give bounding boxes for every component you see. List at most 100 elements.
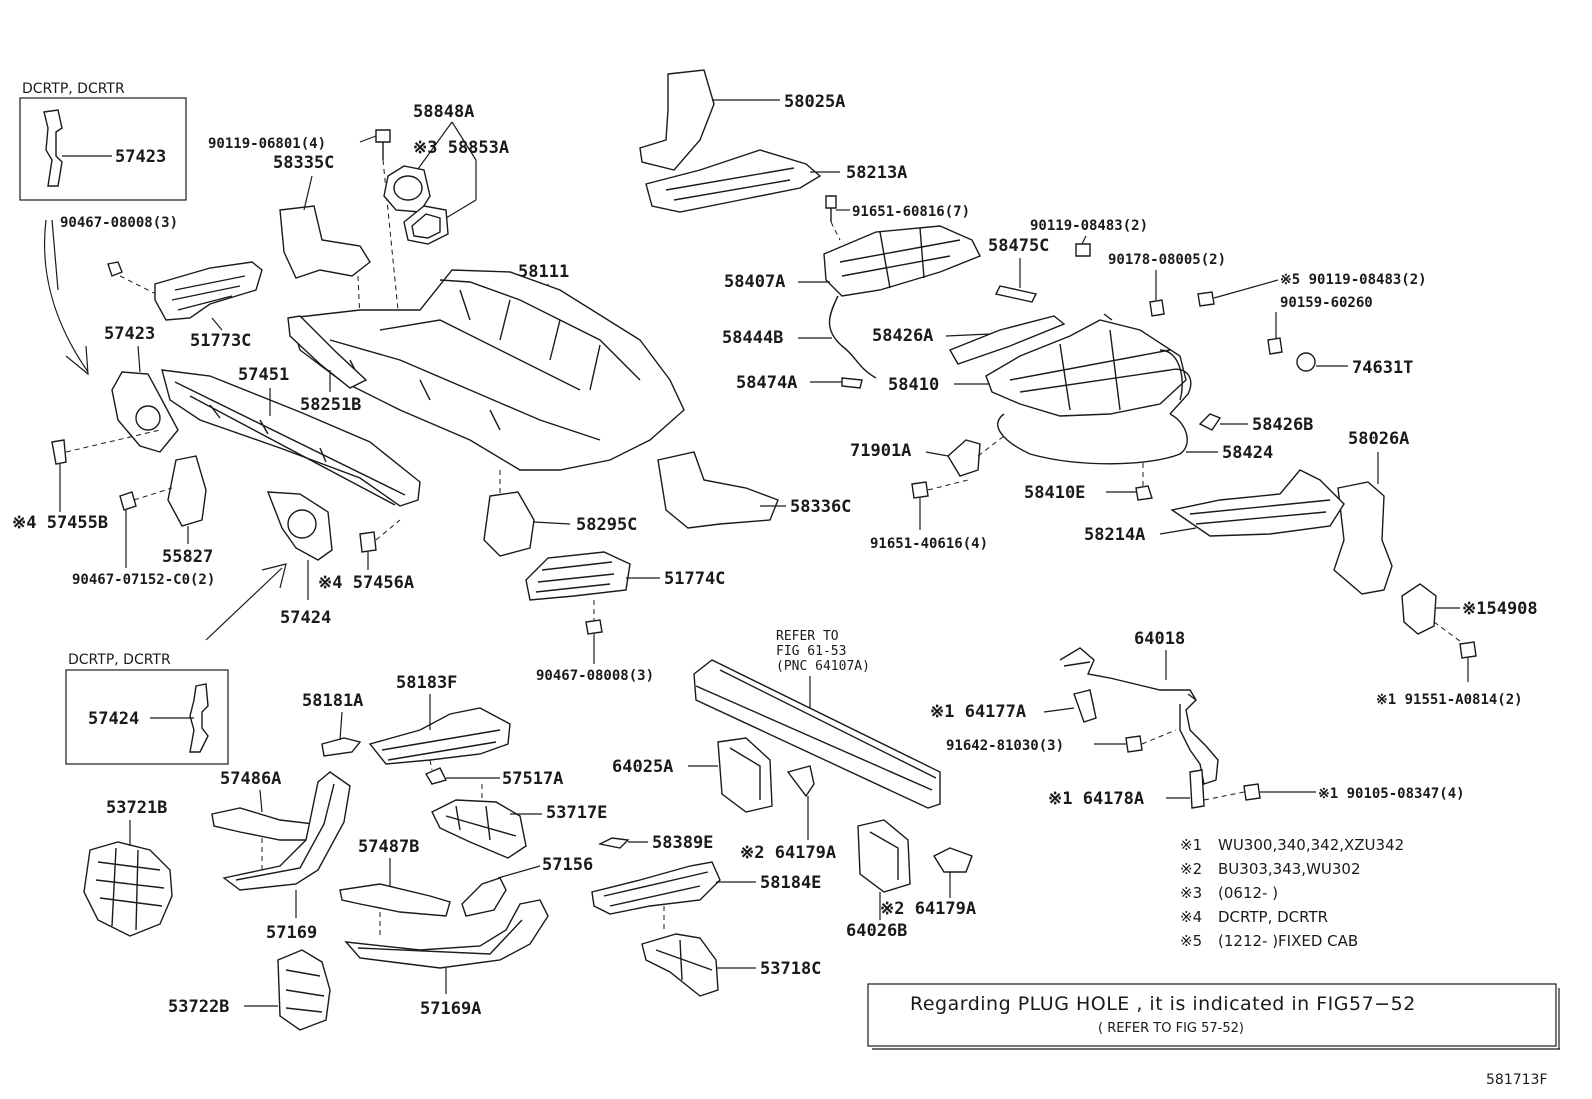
label-91651-40616: 91651-40616(4)	[870, 536, 988, 552]
note-2-text: BU303,343,WU302	[1218, 860, 1361, 878]
refer-line2: FIG 61-53	[776, 644, 846, 659]
label-58213A: 58213A	[846, 163, 907, 183]
note-4-mark: ※4	[1180, 908, 1202, 926]
label-90119-08483b: ※5 90119-08483(2)	[1280, 272, 1427, 288]
bolt-91551-A0814	[1459, 641, 1477, 659]
part-57487B	[339, 883, 451, 917]
part-53722B	[277, 949, 331, 1031]
clip-57456A	[359, 531, 377, 553]
part-57156	[461, 877, 507, 917]
notes-legend: ※1 WU300,340,342,XZU342 ※2 BU303,343,WU3…	[1180, 836, 1404, 950]
part-64178A	[1189, 769, 1205, 809]
label-57156: 57156	[542, 855, 593, 875]
label-58410E: 58410E	[1024, 483, 1085, 503]
label-58407A: 58407A	[724, 272, 785, 292]
label-58026A: 58026A	[1348, 429, 1409, 449]
label-57455B: ※4 57455B	[12, 513, 108, 533]
part-64179A-b	[932, 847, 973, 873]
part-64179A-a	[786, 765, 815, 798]
label-64177A: ※1 64177A	[930, 702, 1026, 722]
clip-90467-08008-top	[107, 261, 123, 277]
part-57424	[266, 491, 333, 561]
label-74631T: 74631T	[1352, 358, 1413, 378]
note-4-text: DCRTP, DCRTR	[1218, 908, 1328, 926]
label-58426A: 58426A	[872, 326, 933, 346]
label-64025A: 64025A	[612, 757, 673, 777]
label-58214A: 58214A	[1084, 525, 1145, 545]
plug-hole-note-frame	[867, 983, 1557, 1047]
label-91651-60816: 91651-60816(7)	[852, 204, 970, 220]
label-91551-A0814: ※1 91551-A0814(2)	[1376, 692, 1523, 708]
label-58181A: 58181A	[302, 691, 363, 711]
label-57424: 57424	[280, 608, 331, 628]
part-58426A	[948, 315, 1066, 365]
inset-top: DCRTP, DCRTR 57423	[19, 81, 187, 201]
part-64025A	[717, 737, 773, 813]
plug-hole-note-main: Regarding PLUG HOLE , it is indicated in…	[910, 993, 1416, 1015]
part-154908	[1401, 583, 1437, 635]
part-57423-inset-shape	[43, 109, 63, 187]
label-90119-06801: 90119-06801(4)	[208, 136, 326, 152]
label-91642-81030: 91642-81030(3)	[946, 738, 1064, 754]
refer-line1: REFER TO	[776, 629, 839, 644]
plug-hole-note-sub: ( REFER TO FIG 57-52)	[1098, 1021, 1244, 1036]
label-58183F: 58183F	[396, 673, 457, 693]
label-64026B: 64026B	[846, 921, 907, 941]
part-57169	[222, 771, 351, 891]
nut-90178-08005	[1149, 299, 1165, 317]
part-58213A	[645, 149, 822, 213]
note-1-mark: ※1	[1180, 836, 1202, 854]
part-58183F	[368, 707, 511, 765]
label-90105-08347: ※1 90105-08347(4)	[1318, 786, 1465, 802]
bolt-90119-06801	[375, 129, 391, 143]
label-57424-inset: 57424	[88, 709, 139, 729]
part-57169A	[344, 899, 549, 969]
bolt-91651-40616	[911, 481, 929, 499]
label-58426B: 58426B	[1252, 415, 1313, 435]
inset-bottom-header: DCRTP, DCRTR	[68, 652, 171, 668]
label-58111: 58111	[518, 262, 569, 282]
bolt-91651-60816	[825, 195, 837, 209]
label-53718C: 53718C	[760, 959, 821, 979]
part-58410	[985, 319, 1187, 417]
label-64179A-b: ※2 64179A	[880, 899, 976, 919]
clip-90467-08008-bot	[585, 619, 603, 635]
part-51773C	[154, 261, 263, 321]
part-58424	[997, 413, 1188, 465]
label-57423-inset: 57423	[115, 147, 166, 167]
part-58389E	[597, 837, 630, 849]
label-57456A: ※4 57456A	[318, 573, 414, 593]
label-53717E: 53717E	[546, 803, 607, 823]
part-57451	[161, 369, 421, 507]
label-57423: 57423	[104, 324, 155, 344]
flow-arrow-curve	[43, 219, 89, 373]
note-1-text: WU300,340,342,XZU342	[1218, 836, 1404, 854]
note-2-mark: ※2	[1180, 860, 1202, 878]
label-58184E: 58184E	[760, 873, 821, 893]
label-90467-07152: 90467-07152-C0(2)	[72, 572, 215, 588]
part-58475C	[994, 285, 1038, 303]
label-57486A: 57486A	[220, 769, 281, 789]
label-51774C: 51774C	[664, 569, 725, 589]
part-51774C	[525, 551, 631, 601]
part-58214A	[1170, 469, 1345, 537]
label-57451: 57451	[238, 365, 289, 385]
part-64018	[1059, 647, 1219, 785]
label-58251B: 58251B	[300, 395, 361, 415]
part-58251B	[287, 315, 368, 389]
bolt-91642-81030	[1125, 735, 1143, 753]
label-90178-08005: 90178-08005(2)	[1108, 252, 1226, 268]
part-58181A	[321, 737, 362, 757]
note-3-mark: ※3	[1180, 884, 1202, 902]
note-5-text: (1212- )FIXED CAB	[1218, 932, 1358, 950]
bolt-90119-08483b	[1197, 291, 1215, 307]
label-90119-08483a: 90119-08483(2)	[1030, 218, 1148, 234]
label-53721B: 53721B	[106, 798, 167, 818]
part-64177A	[1073, 689, 1097, 723]
bolt-90105-08347	[1243, 783, 1261, 801]
label-90467-08008-top: 90467-08008(3)	[60, 215, 178, 231]
inset-bottom: DCRTP, DCRTR 57424	[65, 652, 229, 765]
note-3-text: (0612- )	[1218, 884, 1278, 902]
part-57423	[111, 371, 179, 453]
part-58474A	[841, 377, 863, 389]
